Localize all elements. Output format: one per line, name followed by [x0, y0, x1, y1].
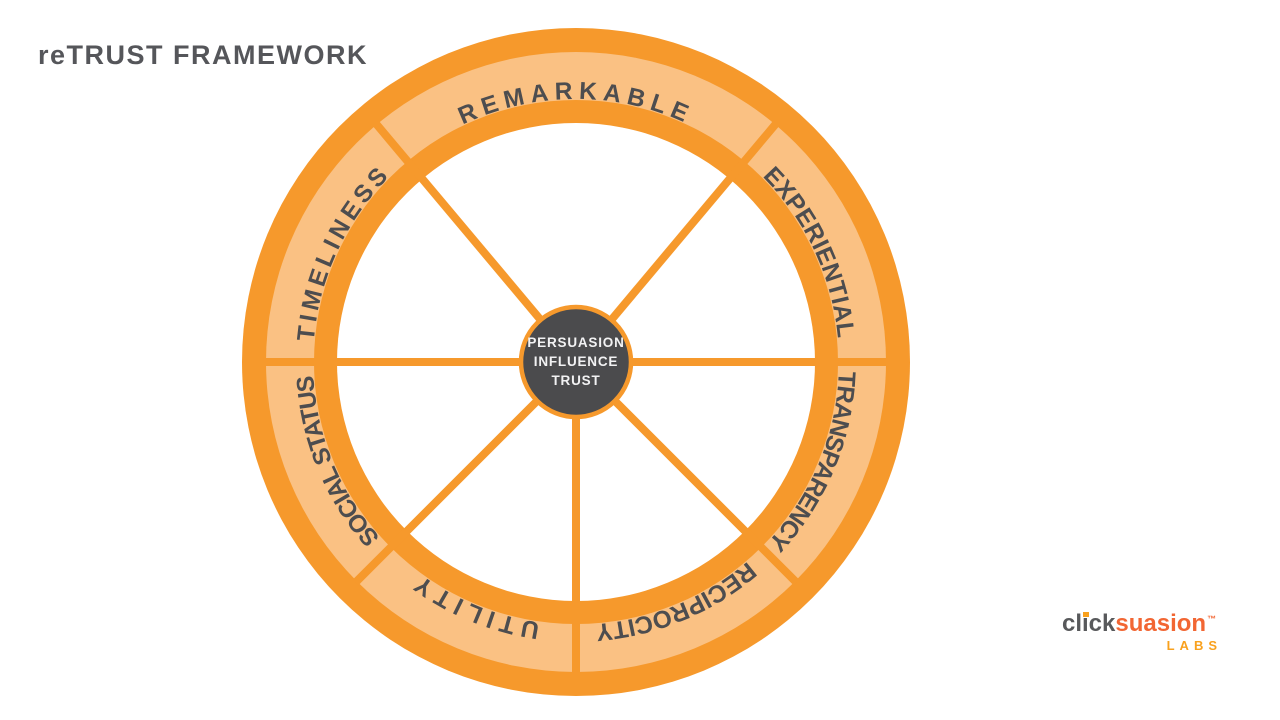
hub-line-influence: INFLUENCE	[534, 354, 618, 369]
logo-wordmark: clicksuasion™	[1062, 610, 1232, 638]
logo-labs-text: LABS	[1166, 637, 1222, 653]
spokes	[264, 120, 888, 674]
logo-trademark: ™	[1207, 614, 1217, 624]
spoke-divider	[602, 120, 780, 330]
hub-circle	[518, 304, 634, 420]
spoke-divider	[372, 120, 550, 330]
spoke-divider	[352, 391, 547, 586]
hub-text: PERSUASION INFLUENCE TRUST	[527, 335, 624, 388]
logo-i-dot-accent	[1083, 612, 1089, 617]
logo-word-suasion: suasion	[1115, 610, 1207, 637]
hub-line-trust: TRUST	[552, 373, 601, 388]
page-title: reTRUST FRAMEWORK	[38, 40, 368, 70]
hub-line-persuasion: PERSUASION	[527, 335, 624, 350]
clicksuasion-logo: clicksuasion™ LABS	[1062, 610, 1232, 653]
spoke-divider	[605, 391, 800, 586]
